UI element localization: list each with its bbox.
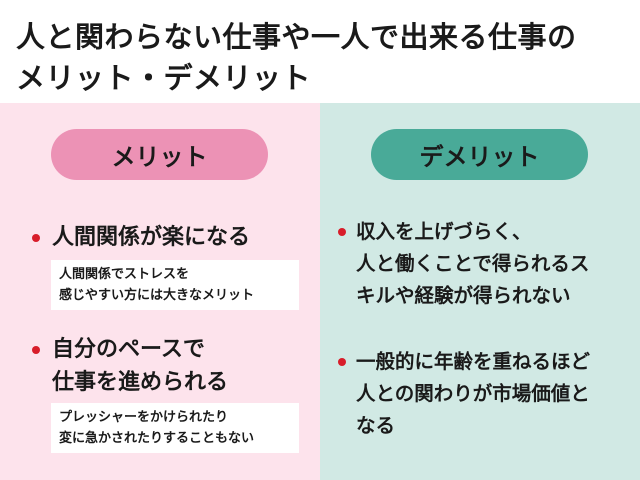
merit-item-2-line-2: 仕事を進められる: [52, 370, 229, 395]
merit-note-1-line-2: 感じやすい方には大きなメリット: [59, 288, 255, 303]
merit-note-2-line-2: 変に急かされたりすることもない: [59, 431, 255, 446]
demerit-item-2-line-3: なる: [356, 414, 396, 437]
merit-note-2: プレッシャーをかけられたり 変に急かされたりすることもない: [51, 403, 299, 453]
demerit-column: デメリット 収入を上げづらく、 人と働くことで得られるス キルや経験が得られない…: [320, 103, 640, 480]
merit-item-1-line-1: 人間関係が楽になる: [52, 225, 251, 250]
demerit-item-1-line-2: 人と働くことで得られるス: [356, 252, 590, 275]
demerit-item-2-line-1: 一般的に年齢を重ねるほど: [356, 350, 591, 373]
merit-note-1-line-1: 人間関係でストレスを: [59, 267, 190, 282]
merit-item-1: 人間関係が楽になる: [52, 221, 250, 254]
merit-note-1: 人間関係でストレスを 感じやすい方には大きなメリット: [51, 260, 299, 310]
demerit-item-2-line-2: 人との関わりが市場価値と: [356, 382, 590, 405]
merit-item-2-line-1: 自分のペースで: [52, 337, 205, 362]
demerit-item-2: 一般的に年齢を重ねるほど 人との関わりが市場価値と なる: [356, 346, 590, 442]
bullet-icon: [338, 358, 346, 366]
demerit-item-1-line-3: キルや経験が得られない: [356, 284, 571, 307]
bullet-icon: [32, 234, 40, 242]
demerit-item-1-line-1: 収入を上げづらく、: [356, 220, 532, 243]
merit-item-2: 自分のペースで 仕事を進められる: [52, 333, 228, 399]
merit-column: メリット 人間関係が楽になる 人間関係でストレスを 感じやすい方には大きなメリッ…: [0, 103, 320, 480]
page-title-line-2: メリット・デメリット: [16, 61, 312, 95]
page-title-line-1: 人と関わらない仕事や一人で出来る仕事の: [16, 20, 577, 54]
merit-heading: メリット: [51, 129, 268, 180]
header: 人と関わらない仕事や一人で出来る仕事の メリット・デメリット: [0, 0, 640, 103]
demerit-heading: デメリット: [371, 129, 588, 180]
merit-note-2-line-1: プレッシャーをかけられたり: [59, 410, 229, 425]
bullet-icon: [338, 228, 346, 236]
demerit-item-1: 収入を上げづらく、 人と働くことで得られるス キルや経験が得られない: [356, 216, 589, 312]
bullet-icon: [32, 346, 40, 354]
